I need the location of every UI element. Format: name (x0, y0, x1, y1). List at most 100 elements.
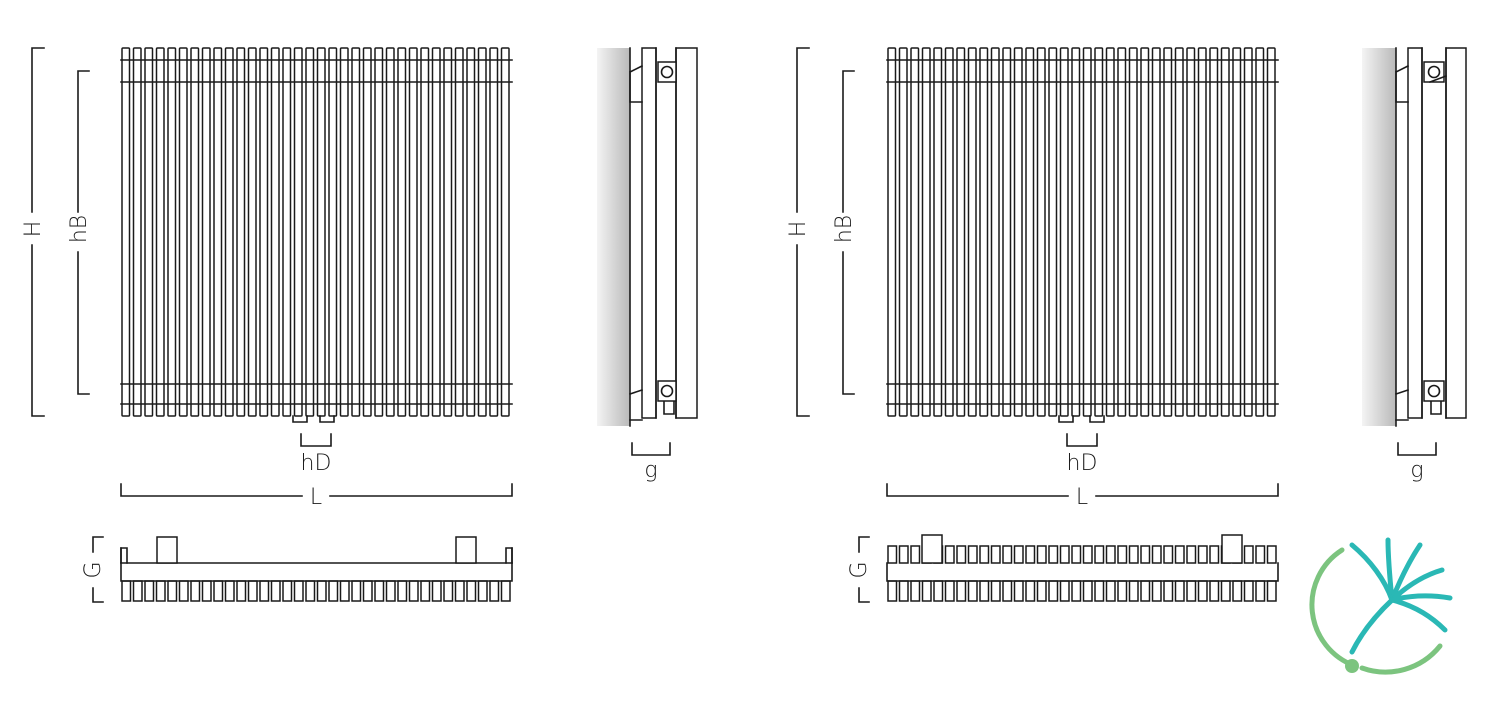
length-dimension-2: L (886, 483, 1279, 510)
top-view-tube (489, 580, 500, 602)
radiator-tube (921, 47, 931, 417)
wall-gap-label: g (644, 458, 657, 483)
radiator-tube (956, 47, 966, 417)
top-view-tube (1082, 580, 1093, 602)
length-label-2: L (1076, 485, 1088, 510)
radiator-tube (431, 47, 441, 417)
radiator-tube (887, 47, 897, 417)
radiator-tube (144, 47, 154, 417)
radiator-tube (443, 47, 453, 417)
radiator-tube (259, 47, 269, 417)
height-dimension-2: H (786, 47, 811, 417)
top-view-tube (1094, 580, 1105, 602)
top-view-tubes (121, 580, 511, 602)
top-view-tube (1071, 580, 1082, 602)
top-view-tube (1209, 545, 1220, 564)
top-view-tube (1059, 545, 1070, 564)
top-view-tube (1128, 545, 1139, 564)
top-view-tube (236, 580, 247, 602)
top-view-tube (408, 580, 419, 602)
radiator-tube (201, 47, 211, 417)
radiator-tube (1036, 47, 1046, 417)
top-view-tube (477, 580, 488, 602)
single-radiator-front-view (120, 47, 513, 423)
radiator-tube (500, 47, 510, 417)
top-view-tube (1036, 580, 1047, 602)
top-view-tube (1105, 545, 1116, 564)
length-dimension: L (120, 483, 513, 510)
radiator-tube (155, 47, 165, 417)
radiator-tube (1186, 47, 1196, 417)
wall-gap-dimension-2: g (1397, 442, 1437, 483)
radiator-tube (339, 47, 349, 417)
depth-dimension: G (81, 536, 106, 603)
top-view-tube (293, 580, 304, 602)
top-view-tube (1151, 545, 1162, 564)
radiator-tube (1071, 47, 1081, 417)
connection-stubs (1058, 415, 1105, 423)
radiator-tube (990, 47, 1000, 417)
top-view-tube (1071, 545, 1082, 564)
top-view-tube (1128, 580, 1139, 602)
radiator-tube (374, 47, 384, 417)
radiator-tube (1140, 47, 1150, 417)
depth-dimension-2: G (847, 536, 872, 603)
top-view-tube (898, 580, 909, 602)
top-view-tube (1186, 545, 1197, 564)
radiator-tube (477, 47, 487, 417)
top-view-tube (247, 580, 258, 602)
top-view-tube (259, 580, 270, 602)
single-radiator-side-view (597, 47, 698, 427)
length-label: L (310, 485, 322, 510)
top-view-tube (144, 580, 155, 602)
radiator-tube (933, 47, 943, 417)
top-view-tube (1243, 580, 1254, 602)
radiator-tube (1025, 47, 1035, 417)
top-view-tube (132, 580, 143, 602)
top-view-tube (420, 580, 431, 602)
radiator-tube (247, 47, 257, 417)
connection-stubs (292, 415, 335, 423)
radiator-tube (1128, 47, 1138, 417)
radiator-tube (1163, 47, 1173, 417)
radiator-tube (282, 47, 292, 417)
top-view-tube (1048, 545, 1059, 564)
radiator-tube (1232, 47, 1242, 417)
top-view-tube (990, 545, 1001, 564)
top-view-tube (1163, 580, 1174, 602)
top-view-tube (385, 580, 396, 602)
top-view-tube (178, 580, 189, 602)
top-view-tube (466, 580, 477, 602)
wall-2 (1362, 48, 1396, 426)
top-view-tube (431, 580, 442, 602)
radiator-tube (1048, 47, 1058, 417)
top-view-tube (1025, 580, 1036, 602)
radiator-tube (121, 47, 131, 417)
top-view-tube (1013, 580, 1024, 602)
top-view-tube (1025, 545, 1036, 564)
top-view-tube (1163, 545, 1174, 564)
top-view-tube (121, 580, 132, 602)
radiator-tubes (120, 47, 513, 417)
depth-label: G (81, 561, 106, 578)
radiator-tube (1094, 47, 1104, 417)
radiator-tube (1151, 47, 1161, 417)
top-view-tube (1197, 545, 1208, 564)
radiator-tube (1255, 47, 1265, 417)
top-view-tube (443, 580, 454, 602)
top-view-tube (944, 580, 955, 602)
top-view-tube (956, 545, 967, 564)
connection-spacing-label: hD (301, 451, 332, 476)
top-view-tube (1255, 580, 1266, 602)
radiator-tube (351, 47, 361, 417)
height-label-2: H (786, 221, 811, 238)
top-view-tube (979, 545, 990, 564)
radiator-tube (1243, 47, 1253, 417)
radiator-tube (397, 47, 407, 417)
wall (597, 48, 630, 426)
top-view-tube (1266, 580, 1277, 602)
radiator-tube (420, 47, 430, 417)
top-view-tube (990, 580, 1001, 602)
wall-gap-label-2: g (1410, 458, 1423, 483)
